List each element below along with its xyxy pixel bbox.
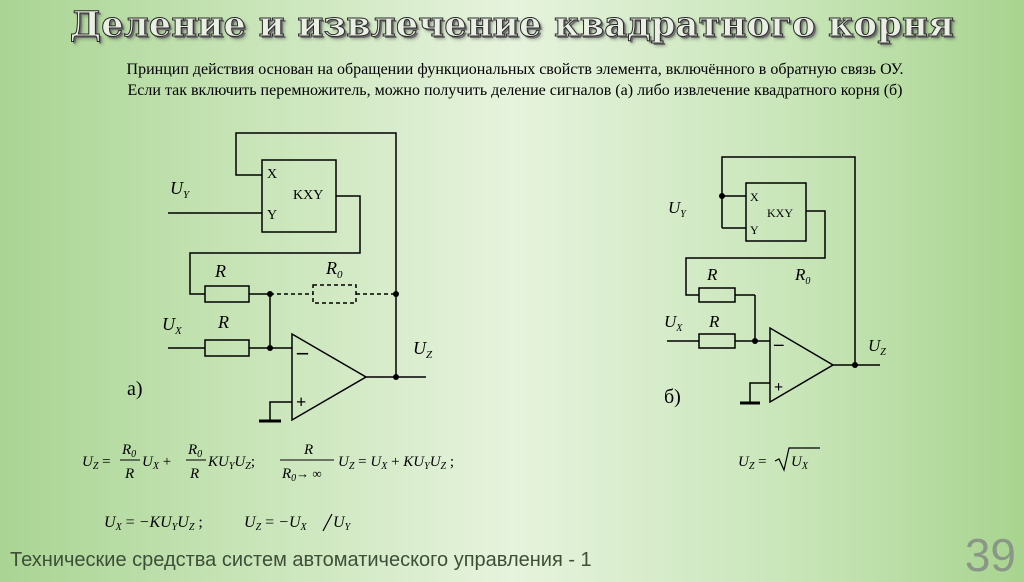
svg-text:UZ = UX + KUYUZ ;: UZ = UX + KUYUZ ; — [338, 454, 454, 472]
uy-b-label: U — [668, 198, 682, 217]
svg-text:UY: UY — [668, 198, 687, 220]
svg-text:R0: R0 — [121, 442, 136, 460]
ux-a-label: U — [162, 314, 176, 334]
r0-a-label: R — [325, 258, 337, 278]
svg-text:R0: R0 — [325, 258, 343, 281]
formula-2: R R0→ ∞ UZ = UX + KUYUZ ; — [280, 442, 454, 484]
uz-a-label: U — [413, 338, 427, 358]
circuit-a-nodes — [267, 291, 399, 380]
mult-a-y-label: Y — [267, 208, 277, 223]
svg-text:R0: R0 — [187, 442, 202, 460]
resistor-r-top-a — [204, 285, 250, 303]
svg-text:UY: UY — [170, 178, 191, 201]
r-top-a-label: R — [214, 261, 226, 281]
svg-text:UX = −KUYUZ ;: UX = −KUYUZ ; — [104, 514, 203, 533]
circuit-b-label: б) — [664, 386, 681, 408]
resistor-r-in-a — [204, 339, 250, 357]
formula-1: UZ = R0 R UX + R0 R KUYUZ; — [82, 442, 255, 482]
uz-b-label: U — [868, 336, 882, 355]
opamp-a-plus: + — [296, 392, 306, 412]
opamp-a — [291, 332, 368, 422]
circuit-b — [667, 156, 880, 405]
mult-a-name: KXY — [293, 188, 323, 203]
svg-text:UX: UX — [791, 454, 809, 472]
mult-b-y-label: Y — [750, 223, 759, 237]
intro-line-1: Принцип действия основан на обращении фу… — [126, 61, 904, 78]
svg-text:UX +: UX + — [142, 454, 171, 472]
mult-b-x-label: X — [750, 190, 759, 204]
svg-text:KUYUZ;: KUYUZ; — [207, 454, 255, 472]
circuit-a — [168, 132, 426, 423]
circuit-b-nodes — [719, 193, 858, 368]
formula-3: UX = −KUYUZ ; UZ = −UX UY — [104, 513, 352, 533]
page-number: 39 — [964, 529, 1016, 581]
svg-text:R: R — [189, 466, 199, 482]
r-in-a-label: R — [217, 312, 229, 332]
opamp-b-minus: – — [773, 334, 784, 355]
r0-b-label: R — [794, 265, 806, 284]
footer-course-title: Технические средства систем автоматическ… — [10, 549, 592, 571]
resistor-r-in-b — [698, 333, 736, 349]
opamp-a-minus: – — [296, 339, 309, 364]
svg-text:R0: R0 — [794, 265, 810, 287]
ux-b-label: U — [664, 312, 678, 331]
svg-text:R: R — [303, 442, 313, 458]
svg-text:UX: UX — [664, 312, 683, 334]
svg-text:R0→ ∞: R0→ ∞ — [281, 466, 322, 484]
multiplier-b — [745, 182, 807, 242]
r-in-b-label: R — [708, 312, 720, 331]
svg-text:UY: UY — [333, 514, 352, 533]
svg-text:UZ =: UZ = — [82, 454, 111, 472]
resistor-r0-a — [312, 284, 357, 304]
svg-text:UZ =: UZ = — [738, 454, 767, 472]
r-top-b-label: R — [706, 265, 718, 284]
intro-line-2: Если так включить перемножитель, можно п… — [127, 82, 903, 99]
svg-text:UZ: UZ — [868, 336, 886, 358]
uy-a-label: U — [170, 178, 184, 198]
mult-a-x-label: X — [267, 167, 277, 182]
svg-text:UZ: UZ — [413, 338, 433, 361]
opamp-b-plus: + — [774, 379, 783, 396]
formula-4: UZ = UX — [738, 447, 820, 472]
mult-b-name: KXY — [767, 206, 793, 220]
svg-text:UX: UX — [162, 314, 183, 337]
opamp-b — [769, 326, 835, 404]
svg-text:R: R — [124, 466, 134, 482]
circuit-a-label: а) — [127, 378, 143, 400]
svg-text:UZ = −UX: UZ = −UX — [244, 514, 308, 533]
slide-title: Деление и извлечение квадратного корня — [69, 4, 955, 46]
resistor-r-top-b — [698, 287, 736, 303]
